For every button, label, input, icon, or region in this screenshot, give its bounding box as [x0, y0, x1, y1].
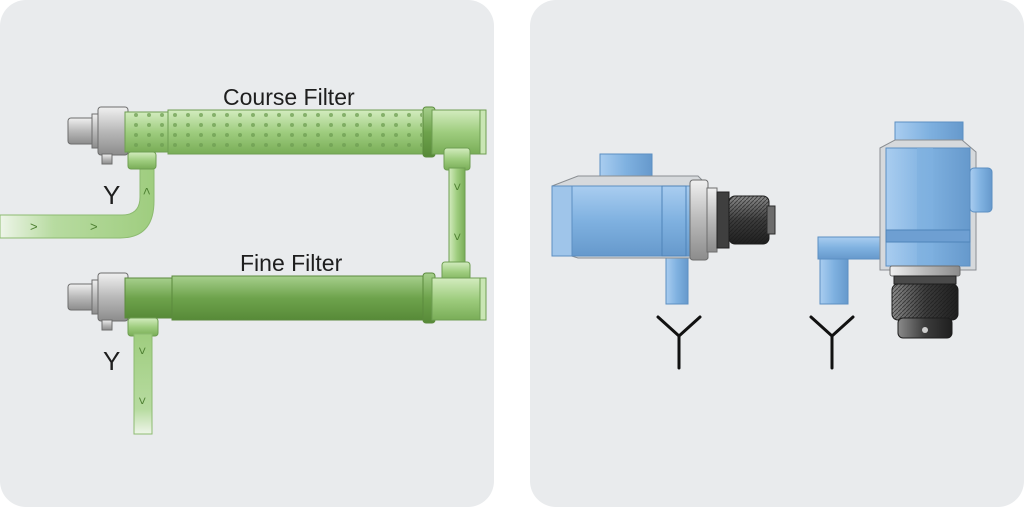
valve-views-panel	[530, 0, 1024, 507]
flow-arrow-icon: >	[450, 233, 465, 241]
connector-pipe: > >	[441, 147, 471, 283]
outlet-pipe: > >	[127, 317, 159, 435]
flow-arrow-icon: >	[135, 397, 150, 405]
y-symbol-top: Y	[103, 180, 121, 210]
coarse-filter-assembly	[67, 106, 487, 165]
filter-flow-diagram: > > > > >	[0, 106, 487, 435]
flow-arrow-icon: >	[139, 187, 154, 195]
inlet-pipe: > > >	[0, 151, 157, 239]
y-symbol-left-icon	[656, 315, 702, 370]
flow-arrow-icon: >	[30, 219, 38, 234]
fine-filter-label: Fine Filter	[240, 250, 343, 276]
filter-flow-panel: > > > > >	[0, 0, 494, 507]
coarse-filter-label: Course Filter	[223, 84, 355, 110]
fine-filter-assembly	[67, 272, 487, 331]
flow-arrow-icon: >	[450, 183, 465, 191]
vertical-valve	[817, 121, 993, 339]
flow-arrow-icon: >	[90, 219, 98, 234]
valve-views-diagram	[551, 121, 993, 370]
valve-stem-pipe	[665, 257, 689, 305]
fine-filter-tube	[171, 275, 427, 321]
y-symbol-bottom: Y	[103, 346, 121, 376]
y-symbol-right-icon	[809, 315, 855, 370]
horizontal-valve	[551, 153, 776, 305]
flow-arrow-icon: >	[135, 347, 150, 355]
filter-perforations	[132, 113, 422, 151]
